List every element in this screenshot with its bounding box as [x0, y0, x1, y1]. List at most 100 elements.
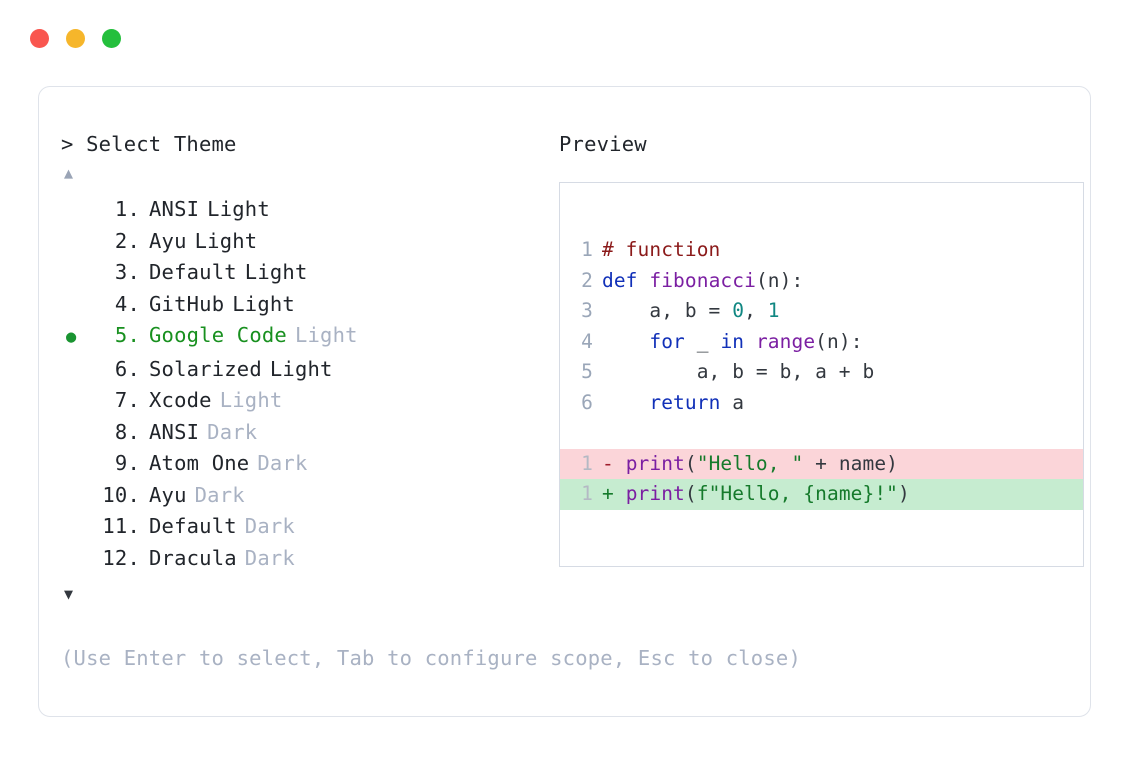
code-line: 6 return a — [560, 388, 1083, 419]
line-number: 1 — [581, 451, 593, 475]
theme-item-name: ANSI — [149, 197, 200, 221]
code-token: fibonacci — [649, 268, 756, 292]
theme-item-index: 2. — [114, 228, 140, 253]
code-token — [602, 330, 649, 353]
theme-item-index: 6. — [114, 356, 140, 381]
theme-list-item[interactable]: 7. Xcode Light — [61, 385, 553, 417]
code-token: 0 — [732, 299, 745, 322]
line-number: 4 — [581, 329, 593, 353]
theme-item-index: 5. — [114, 323, 140, 347]
code-line-content: # function — [602, 235, 1083, 266]
minimize-dot[interactable] — [66, 28, 85, 48]
theme-item-name: ANSI — [149, 419, 200, 444]
theme-list-item[interactable]: 10. Ayu Dark — [61, 480, 553, 512]
selected-bullet-icon: ● — [66, 327, 77, 347]
code-token: # function — [602, 238, 721, 261]
theme-list-item[interactable]: 6. Solarized Light — [61, 354, 553, 386]
theme-item-variant: Light — [207, 197, 270, 221]
code-line: 1 # function — [560, 235, 1083, 266]
theme-item-index: 7. — [114, 388, 140, 412]
theme-item-name: Xcode — [149, 388, 212, 412]
diff-removed-line: 1 - print("Hello, " + name) — [560, 448, 1083, 480]
close-dot[interactable] — [30, 28, 49, 48]
theme-item-name: Default — [149, 514, 237, 538]
code-token: f"Hello, {name}!" — [696, 482, 899, 505]
line-number: 3 — [581, 299, 593, 322]
diff-block: 1- print("Hello, " + name)1+ print(f"Hel… — [560, 448, 1083, 510]
scroll-up-icon[interactable]: ▲ — [64, 164, 74, 182]
line-number: 2 — [581, 268, 593, 292]
code-token: def — [602, 268, 650, 292]
code-blank-line — [560, 418, 1083, 449]
theme-item-name: Ayu — [149, 482, 187, 507]
code-line-content: a, b = 0, 1 — [602, 296, 1083, 327]
code-line: 3 a, b = 0, 1 — [560, 296, 1083, 327]
code-token — [744, 330, 756, 353]
code-token: "Hello, " — [696, 451, 804, 475]
line-number: 1 — [581, 482, 593, 505]
theme-item-variant: Dark — [207, 419, 258, 444]
page-title: > Select Theme — [61, 132, 237, 156]
code-token: 1 — [767, 299, 780, 322]
theme-item-index: 10. — [102, 482, 140, 507]
code-line: 4 for _ in range(n): — [560, 327, 1083, 358]
theme-item-variant: Dark — [257, 451, 308, 475]
code-token: range — [755, 329, 816, 353]
code-token: - — [602, 451, 626, 475]
theme-item-index: 11. — [102, 514, 140, 538]
code-token: a, b = — [602, 299, 733, 322]
theme-item-variant: Light — [269, 356, 333, 381]
code-line-content: - print("Hello, " + name) — [602, 449, 1083, 480]
keyboard-hint: (Use Enter to select, Tab to configure s… — [61, 646, 801, 670]
code-line: 5 a, b = b, a + b — [560, 357, 1083, 388]
theme-item-index: 8. — [114, 419, 140, 444]
line-number: 5 — [581, 360, 593, 383]
theme-item-name: Dracula — [149, 545, 237, 570]
theme-list-item[interactable]: 1. ANSI Light — [61, 194, 553, 226]
theme-list-item[interactable]: 8. ANSI Dark — [61, 417, 553, 449]
code-token: return — [649, 390, 721, 414]
theme-item-name: Ayu — [149, 228, 187, 253]
code-line-content: a, b = b, a + b — [602, 357, 1083, 388]
code-token: + — [602, 482, 626, 505]
maximize-dot[interactable] — [102, 28, 121, 48]
code-token: for — [649, 329, 685, 353]
code-token — [602, 391, 649, 414]
code-token: , — [744, 299, 768, 322]
theme-list-item[interactable]: 9. Atom One Dark — [61, 448, 553, 480]
scroll-down-icon[interactable]: ▼ — [64, 585, 74, 603]
theme-item-name: Google Code — [149, 323, 287, 347]
theme-item-variant: Dark — [194, 482, 245, 507]
theme-item-name: Solarized — [149, 356, 262, 381]
theme-item-index: 12. — [102, 545, 140, 570]
theme-item-name: Atom One — [149, 451, 250, 475]
theme-item-variant: Dark — [244, 545, 295, 570]
code-token: print — [625, 451, 685, 475]
code-token: ( — [684, 451, 697, 475]
theme-item-variant: Light — [219, 388, 283, 412]
theme-item-index: 4. — [114, 291, 140, 316]
code-token: print — [625, 482, 685, 505]
code-line-content: for _ in range(n): — [602, 327, 1083, 358]
theme-item-index: 9. — [114, 451, 140, 475]
code-token: a — [720, 390, 745, 414]
theme-item-index: 1. — [114, 197, 140, 221]
theme-list-item[interactable]: 12. Dracula Dark — [61, 543, 553, 575]
theme-item-name: Default — [149, 260, 237, 284]
theme-item-name: GitHub — [149, 291, 225, 316]
line-number: 1 — [581, 238, 593, 261]
theme-item-variant: Light — [294, 323, 358, 347]
preview-label: Preview — [559, 132, 647, 156]
code-token: ( — [684, 482, 697, 505]
theme-list-item[interactable]: ● 5. Google Code Light — [61, 320, 553, 354]
